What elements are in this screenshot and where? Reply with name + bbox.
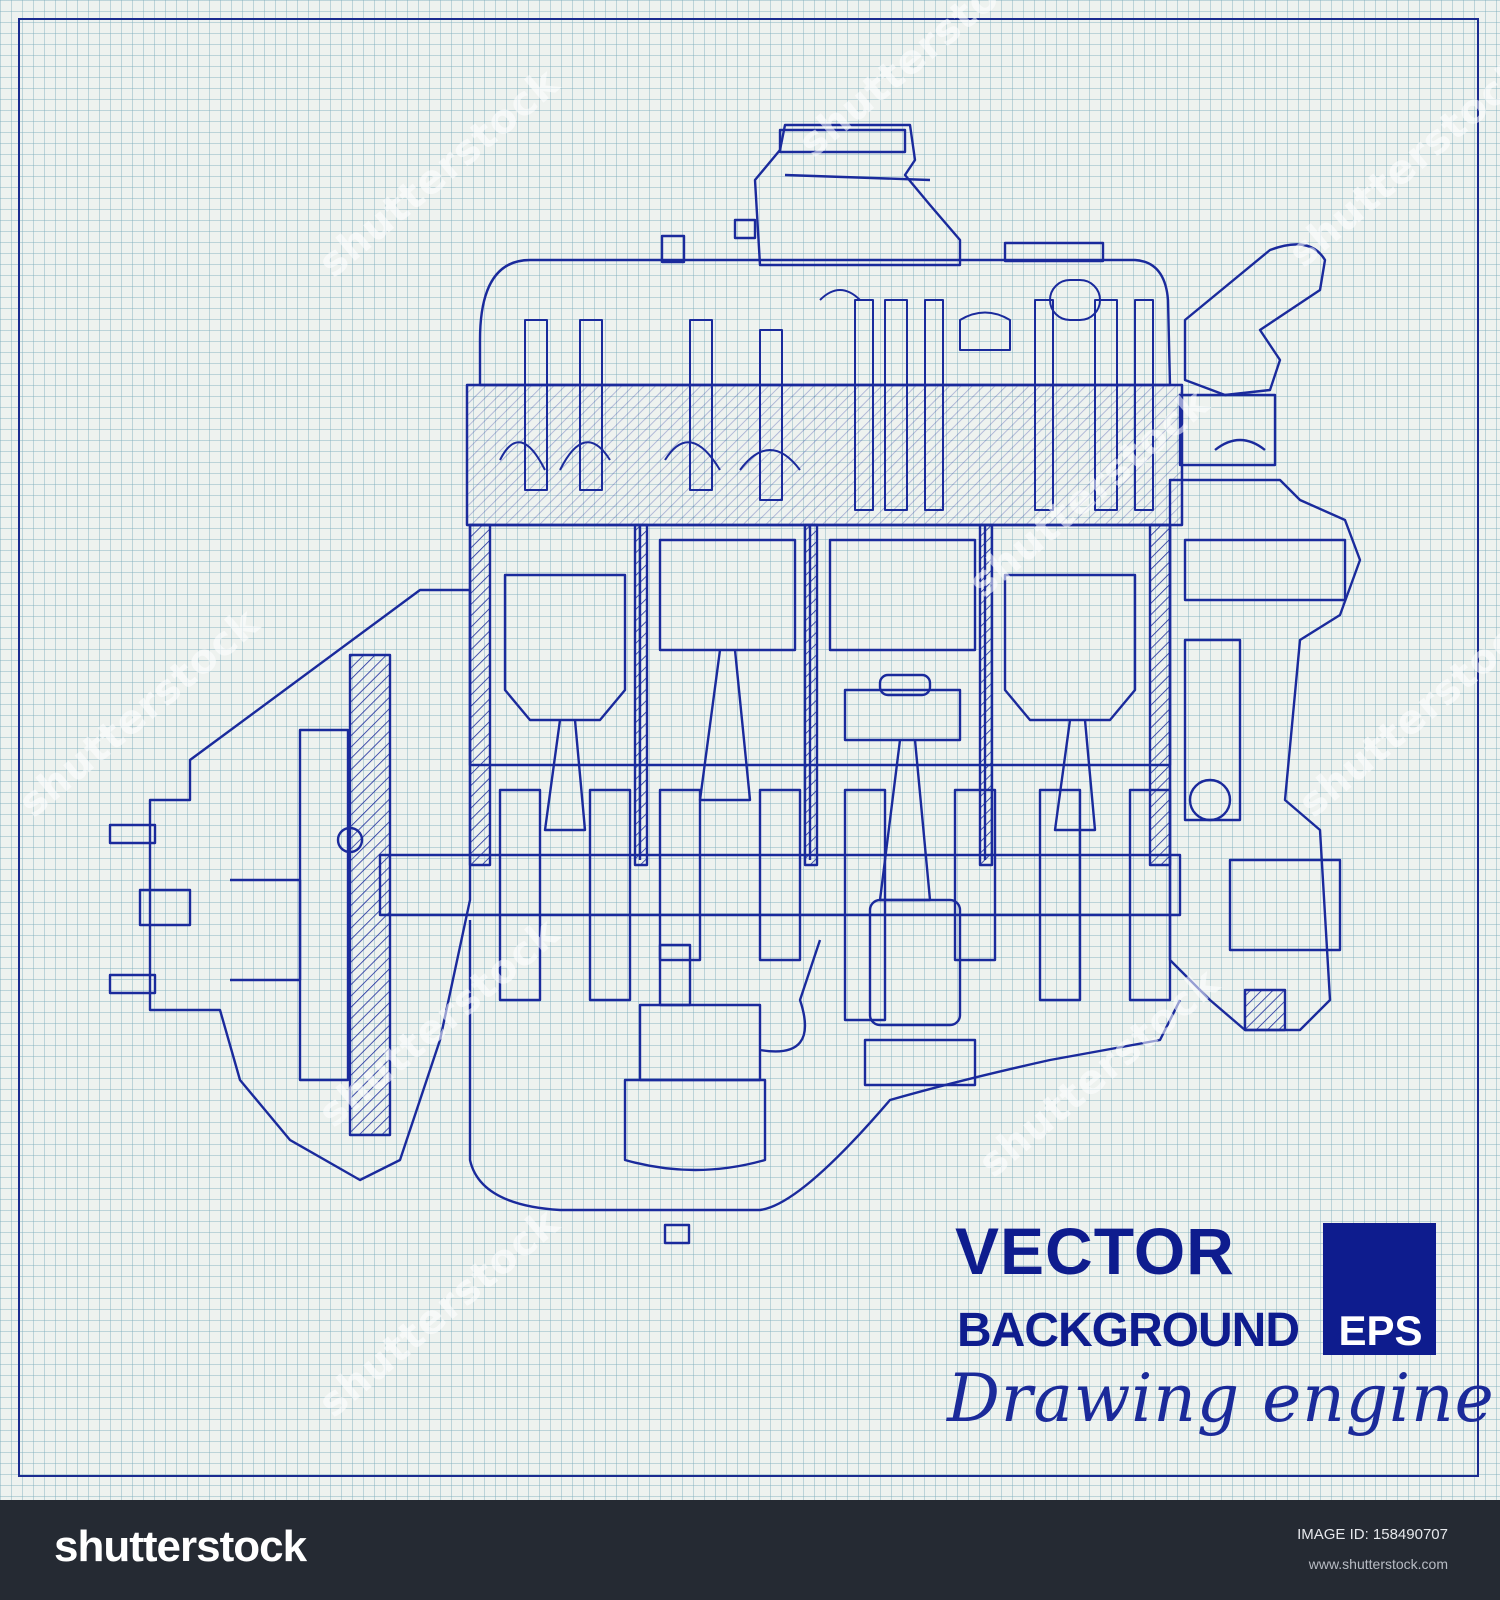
blueprint-sheet: shutterstock shutterstock shutterstock s… [0,0,1500,1500]
eps-badge-label: EPS [1338,1307,1423,1354]
pistons [503,538,1137,742]
title-vector: VECTOR [955,1214,1235,1288]
water-outlet [1178,243,1327,467]
oil-filter [623,939,822,1172]
title-block: VECTOR EPS BACKGROUND Drawing engine [947,1214,1494,1458]
carburetor [733,123,962,267]
cylinder-head [465,234,1184,527]
connecting-rods [543,649,1097,902]
stock-footer: shutterstock IMAGE ID: 158490707 www.shu… [0,1500,1500,1600]
bell-housing [108,588,472,1182]
title-background: BACKGROUND [957,1304,1300,1357]
site-url[interactable]: www.shutterstock.com [1308,1556,1448,1572]
timing-cover [1168,478,1362,1032]
sheet-border [18,18,1479,1477]
engine-block [468,523,1172,867]
engine-drawing [108,123,1362,1245]
eps-badge [1323,1223,1436,1355]
image-id: IMAGE ID: 158490707 [1297,1526,1448,1543]
valves [499,279,1154,511]
drawing-caption: Drawing engine [947,1360,1495,1437]
oil-pan [468,920,1182,1245]
shutterstock-logo: shutterstock [54,1522,307,1571]
